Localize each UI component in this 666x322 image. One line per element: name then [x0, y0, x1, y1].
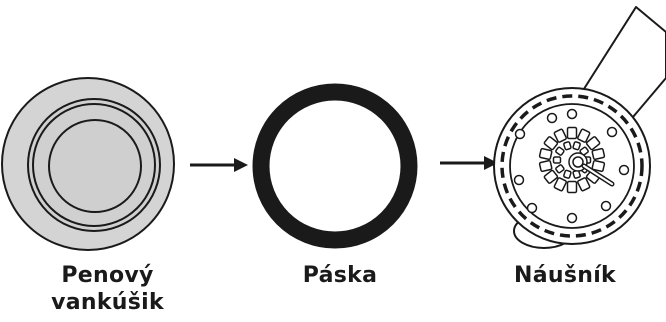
grille-slot: [543, 136, 559, 151]
step-label-tape: Páska: [302, 263, 378, 288]
grille-slot: [543, 169, 559, 184]
arrow-right-icon: [440, 156, 498, 170]
grille-slot: [577, 128, 591, 143]
grille-slot: [555, 164, 565, 174]
grille-slot: [591, 147, 606, 161]
grille-slot: [538, 159, 553, 173]
step-label-foam-pad: Penový vankúšik: [20, 262, 195, 316]
grille-slot: [591, 159, 606, 173]
arrow-right-icon: [190, 158, 248, 172]
grille-slot: [563, 141, 572, 151]
earpiece-icon: [493, 6, 666, 249]
grille-slot: [566, 126, 578, 140]
grille-slot: [538, 147, 553, 161]
foam-pad-icon: [1, 77, 175, 251]
grille-slot: [555, 146, 565, 156]
tape-ring-icon: [252, 83, 418, 249]
grille-slot: [577, 177, 591, 192]
grille-slot: [585, 136, 601, 151]
grille-slot: [572, 141, 581, 151]
grille-slot: [566, 180, 578, 194]
step-label-earpiece: Náušník: [514, 263, 616, 288]
grille-slot: [563, 169, 572, 179]
step-label-foam-pad-line1: Penový: [61, 263, 154, 288]
grille-slot: [552, 156, 562, 164]
step-label-foam-pad-line2: vankúšik: [51, 290, 164, 315]
grille-slot: [553, 128, 567, 143]
grille-slot: [553, 177, 567, 192]
